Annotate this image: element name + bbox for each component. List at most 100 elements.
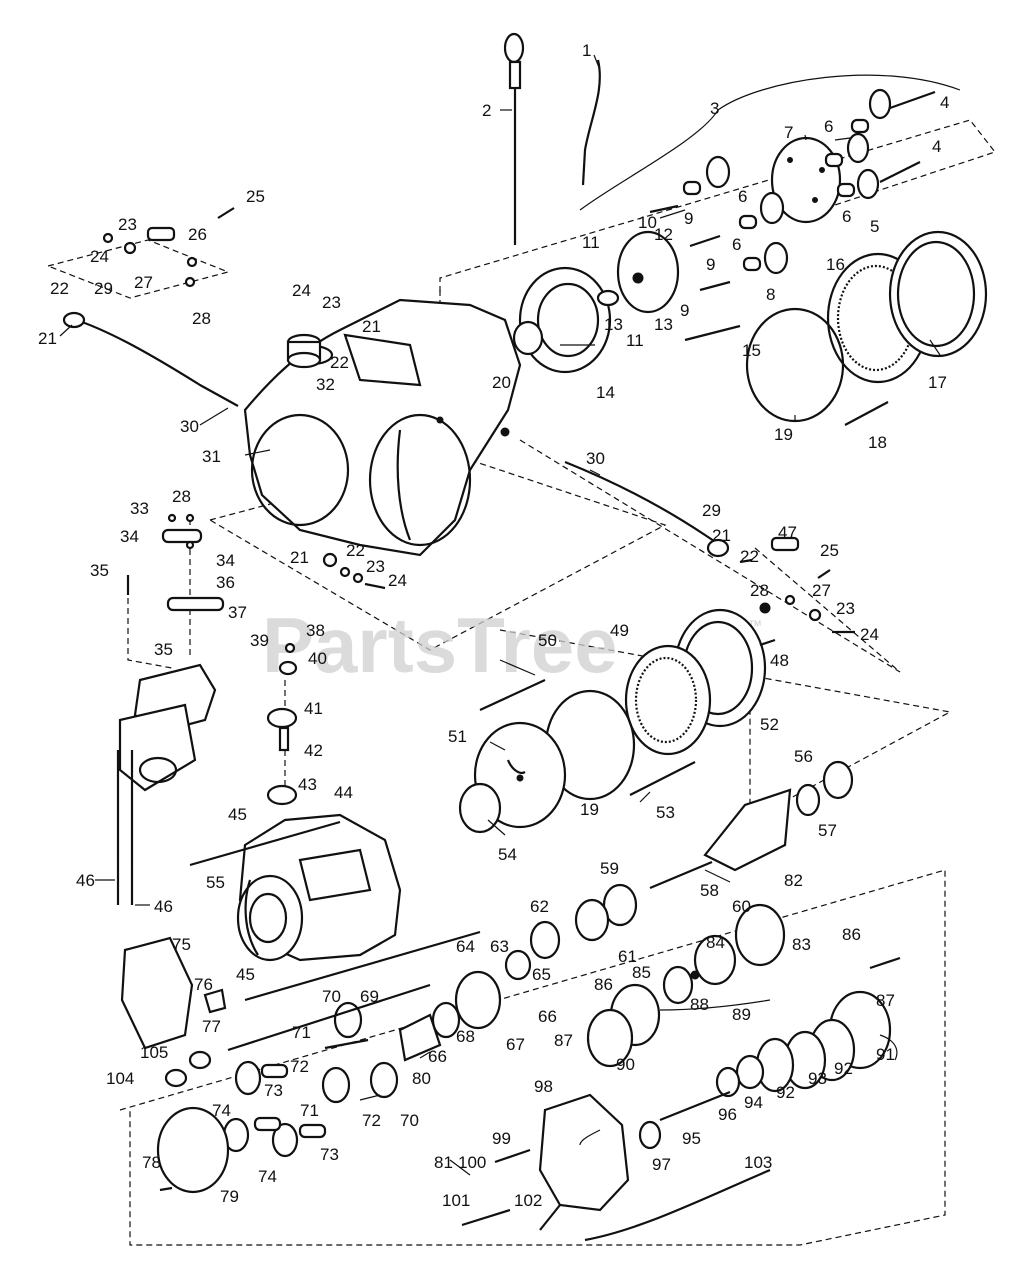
part-label-33: 33 [130,499,149,518]
part-label-77: 77 [202,1017,221,1036]
part-label-84: 84 [706,933,725,952]
part-label-48: 48 [770,651,789,670]
part-label-76: 76 [194,975,213,994]
part-label-86: 86 [842,925,861,944]
right-cover-and-shims [659,956,901,1122]
shift-linkage [126,513,225,612]
detent-parts [266,642,298,806]
part-label-34: 34 [216,551,235,570]
part-label-73: 73 [320,1145,339,1164]
part-label-29: 29 [94,279,113,298]
part-label-85: 85 [632,963,651,982]
part-label-39: 39 [250,631,269,650]
pinion-and-bearings [649,760,854,890]
part-label-49: 49 [610,621,629,640]
part-label-19: 19 [580,800,599,819]
part-label-17: 17 [928,373,947,392]
part-label-61: 61 [618,947,637,966]
right-axle-shaft [564,460,721,546]
part-label-73: 73 [264,1081,283,1100]
breather-tube [581,59,601,186]
part-label-21: 21 [38,329,57,348]
left-axle-bracket-outline [47,239,230,299]
part-label-101: 101 [442,1191,470,1210]
brake-drum [512,266,612,374]
reduction-gears [156,1060,327,1194]
part-label-74: 74 [212,1101,231,1120]
part-label-24: 24 [860,625,879,644]
part-label-6: 6 [738,187,747,206]
part-label-8: 8 [766,285,775,304]
part-label-55: 55 [206,873,225,892]
part-label-22: 22 [740,547,759,566]
part-label-6: 6 [842,207,851,226]
part-label-4: 4 [932,137,941,156]
part-label-6: 6 [732,235,741,254]
planet-gears [705,88,892,275]
part-label-70: 70 [400,1111,419,1130]
part-label-25: 25 [820,541,839,560]
part-label-92: 92 [834,1059,853,1078]
part-label-68: 68 [456,1027,475,1046]
lower-gear-outline [119,869,946,1246]
part-label-90: 90 [616,1055,635,1074]
ring-gear-and-cover [826,230,988,384]
part-label-100: 100 [458,1153,486,1172]
part-label-2: 2 [482,101,491,120]
part-label-11: 11 [582,233,600,252]
part-label-24: 24 [388,571,407,590]
part-label-21: 21 [290,548,309,567]
part-label-65: 65 [532,965,551,984]
part-label-40: 40 [308,649,327,668]
part-label-32: 32 [316,375,335,394]
part-label-89: 89 [732,1005,751,1024]
part-label-78: 78 [142,1153,161,1172]
right-bracket-hardware [739,536,855,634]
part-label-79: 79 [220,1187,239,1206]
part-label-13: 13 [654,315,673,334]
part-label-11: 11 [626,331,644,350]
part-label-14: 14 [596,383,615,402]
part-label-9: 9 [680,301,689,320]
brake-backing-plate [596,230,680,314]
part-label-7: 7 [784,123,793,142]
part-label-16: 16 [826,255,845,274]
gear-train [227,883,638,1104]
part-label-27: 27 [134,273,153,292]
part-label-45: 45 [228,805,247,824]
part-label-26: 26 [188,225,207,244]
part-label-63: 63 [490,937,509,956]
part-label-35: 35 [90,561,109,580]
part-label-82: 82 [784,871,803,890]
part-label-30: 30 [586,449,605,468]
part-label-52: 52 [760,715,779,734]
part-label-5: 5 [870,217,879,236]
part-label-62: 62 [530,897,549,916]
part-label-67: 67 [506,1035,525,1054]
part-label-23: 23 [118,215,137,234]
watermark: PartsTree ™ [262,601,762,689]
transmission-case [236,813,402,962]
part-label-24: 24 [90,247,109,266]
part-label-37: 37 [228,603,247,622]
part-label-71: 71 [292,1023,311,1042]
part-label-50: 50 [538,631,557,650]
part-label-9: 9 [684,209,693,228]
part-label-28: 28 [192,309,211,328]
part-label-51: 51 [448,727,467,746]
part-label-58: 58 [700,881,719,900]
part-label-86: 86 [594,975,613,994]
leader-lines [59,54,961,1176]
part-label-19: 19 [774,425,793,444]
part-label-28: 28 [172,487,191,506]
part-label-41: 41 [304,699,323,718]
case-long-bolts [189,820,481,1002]
part-label-27: 27 [812,581,831,600]
part-label-60: 60 [732,897,751,916]
part-label-9: 9 [706,255,715,274]
part-label-46: 46 [76,871,95,890]
brake-band-upper [684,307,889,426]
part-label-43: 43 [298,775,317,794]
